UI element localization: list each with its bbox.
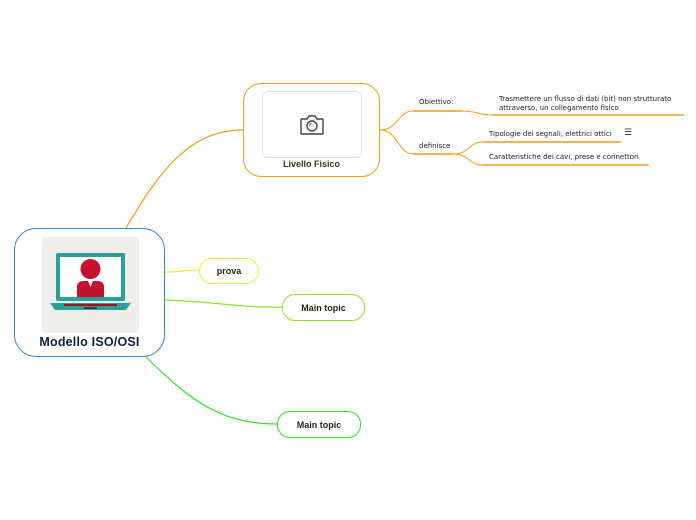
laptop-user-icon — [42, 237, 139, 333]
topic-main-topic-2[interactable]: Main topic — [277, 411, 361, 438]
root-topic-modello-iso-osi[interactable]: Modello ISO/OSI — [14, 228, 165, 357]
topic-prova[interactable]: prova — [199, 258, 259, 284]
topic-title: prova — [216, 266, 242, 276]
topic-title: Main topic — [296, 419, 342, 430]
topic-title: Livello Fisico — [282, 159, 340, 169]
subtopic-obiettivo-detail-line2[interactable]: attraverso, un collegamento fisico — [499, 104, 619, 112]
subtopic-obiettivo-detail-line1[interactable]: Trasmettere un flusso di dati (bit) non … — [499, 95, 672, 103]
topic-title: Main topic — [301, 302, 346, 313]
subtopic-obiettivo[interactable]: Obiettivo: — [419, 98, 454, 106]
root-title: Modello ISO/OSI — [39, 335, 140, 349]
image-placeholder — [262, 91, 362, 158]
topic-main-topic-1[interactable]: Main topic — [282, 294, 365, 321]
subtopic-definisce[interactable]: definisce — [419, 142, 451, 150]
notes-icon[interactable]: ☰ — [624, 128, 633, 138]
subtopic-item-tipologie[interactable]: Tipologie dei segnali, elettrici ottici — [489, 130, 612, 138]
camera-icon — [300, 114, 324, 135]
topic-livello-fisico[interactable]: Livello Fisico — [243, 83, 380, 177]
subtopic-item-caratteristiche[interactable]: Caratteristiche dei cavi, prese e connet… — [489, 153, 639, 161]
